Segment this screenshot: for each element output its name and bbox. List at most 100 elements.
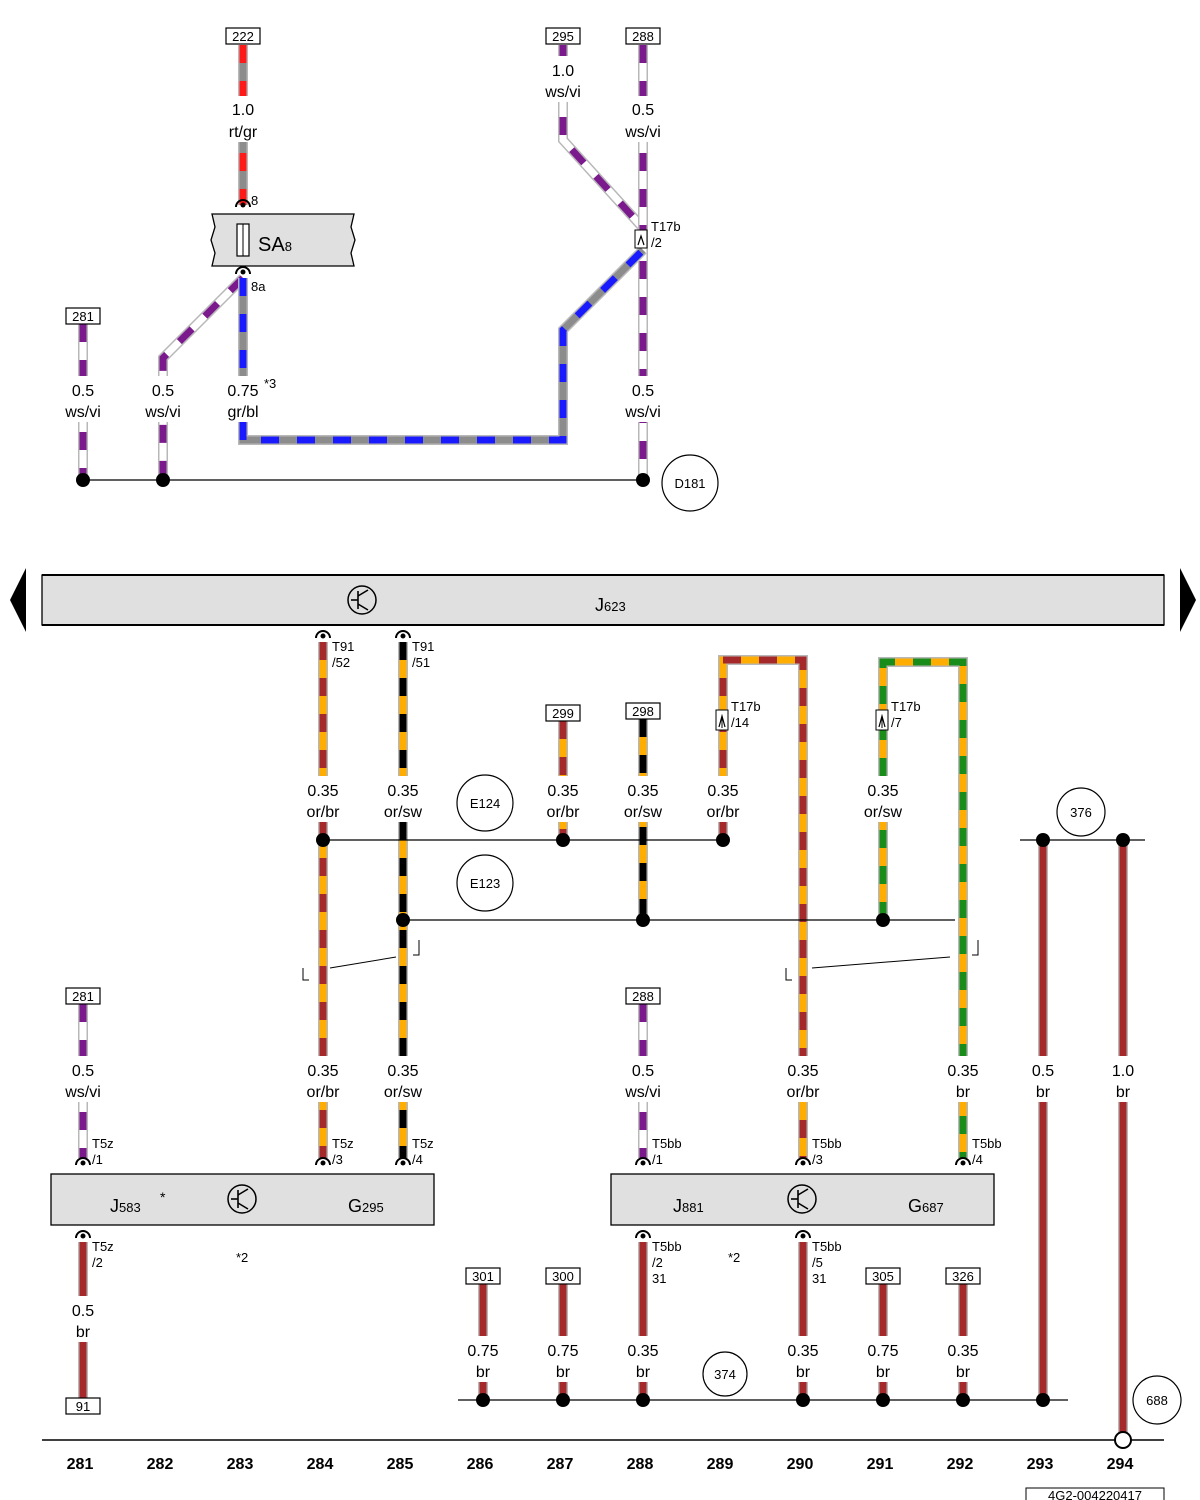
wire-color-289: or/br — [707, 804, 741, 821]
wire-color-288-ground: br — [636, 1364, 651, 1381]
ref-box-288: 288 — [625, 27, 661, 45]
fuse-holder-sa8: SA8 — [210, 213, 356, 267]
svg-text:D181: D181 — [674, 476, 705, 491]
svg-text:301: 301 — [472, 1269, 494, 1284]
junction-dot — [556, 1393, 570, 1407]
wire-282 — [158, 274, 247, 480]
svg-text:T5bb: T5bb — [652, 1239, 682, 1254]
junction-dot — [876, 1393, 890, 1407]
wire-size-288b: 0.5 — [632, 383, 654, 400]
ref-box-222: 222 — [225, 27, 261, 45]
svg-text:E124: E124 — [470, 796, 500, 811]
wire-color-281: ws/vi — [64, 404, 101, 421]
wire-color-293: br — [1036, 1084, 1051, 1101]
svg-text:305: 305 — [872, 1269, 894, 1284]
junction-dot — [1036, 833, 1050, 847]
wire-size-282: 0.5 — [152, 383, 174, 400]
svg-text:/51: /51 — [412, 655, 430, 670]
junction-dot — [876, 913, 890, 927]
wire-size-291: 0.35 — [867, 783, 898, 800]
connector-t17b-7: T17b /7 — [875, 699, 921, 731]
pin-t5bb-1: T5bb /1 — [635, 1136, 682, 1167]
wire-size-281-ground: 0.5 — [72, 1303, 94, 1320]
module-j583-note: * — [160, 1189, 166, 1205]
ecu-name: J623 — [595, 595, 626, 615]
column-number: 292 — [947, 1456, 974, 1473]
wire-color-282: ws/vi — [144, 404, 181, 421]
svg-text:/4: /4 — [412, 1152, 423, 1167]
svg-text:299: 299 — [552, 706, 574, 721]
wire-color-283: gr/bl — [227, 404, 258, 421]
ref-box-298: 298 — [625, 702, 661, 720]
ground-point-688: 688 — [1132, 1375, 1182, 1425]
junction-dot — [396, 913, 410, 927]
wire-color-287-ground: br — [556, 1364, 571, 1381]
pin-t5bb-2: T5bb /2 31 — [635, 1230, 682, 1286]
junction-dot — [316, 833, 330, 847]
wire-289-290 — [718, 655, 808, 1158]
wire-color-222: rt/gr — [229, 124, 258, 141]
wire-color-284-lower: or/br — [307, 1084, 341, 1101]
wire-283 — [238, 246, 647, 445]
svg-text:/4: /4 — [972, 1152, 983, 1167]
wire-size-284: 0.35 — [307, 783, 338, 800]
continue-right-icon[interactable] — [1180, 568, 1196, 632]
column-number: 293 — [1027, 1456, 1054, 1473]
junction-dot — [956, 1393, 970, 1407]
svg-text:31: 31 — [652, 1271, 666, 1286]
splice-376: 376 — [1056, 787, 1106, 837]
svg-text:8a: 8a — [251, 279, 266, 294]
svg-text:/52: /52 — [332, 655, 350, 670]
svg-text:/14: /14 — [731, 715, 749, 730]
wire-color-290-lower: or/br — [787, 1084, 821, 1101]
column-number: 285 — [387, 1456, 414, 1473]
splice-e124: E124 — [456, 774, 514, 832]
svg-text:/1: /1 — [92, 1152, 103, 1167]
module-j583-g295: J583 * G295 — [50, 1173, 435, 1226]
wire-color-288b: ws/vi — [624, 404, 661, 421]
svg-text:T91: T91 — [332, 639, 354, 654]
module-j881-name: J881 — [673, 1196, 704, 1216]
svg-text:T91: T91 — [412, 639, 434, 654]
ref-box-91: 91 — [65, 1397, 101, 1415]
wire-size-293: 0.5 — [1032, 1063, 1054, 1080]
wire-color-291: or/sw — [864, 804, 903, 821]
wire-color-288m: or/sw — [624, 804, 663, 821]
pin-t91-52: T91 /52 — [315, 630, 354, 670]
svg-text:/2: /2 — [92, 1255, 103, 1270]
svg-text:326: 326 — [952, 1269, 974, 1284]
ref-box-299: 299 — [545, 704, 581, 722]
wire-size-222: 1.0 — [232, 102, 254, 119]
column-number: 294 — [1107, 1456, 1134, 1473]
wire-size-290-lower: 0.35 — [787, 1063, 818, 1080]
svg-text:T5bb: T5bb — [812, 1136, 842, 1151]
column-number: 286 — [467, 1456, 494, 1473]
svg-text:/1: /1 — [652, 1152, 663, 1167]
svg-text:T5z: T5z — [92, 1136, 114, 1151]
ref-box-305: 305 — [865, 1267, 901, 1285]
ground-point-374: 374 — [702, 1351, 748, 1397]
pin-t5bb-5: T5bb /5 31 — [795, 1230, 842, 1286]
continue-left-icon[interactable] — [10, 568, 26, 632]
ref-box-281: 281 — [65, 307, 101, 325]
wire-color-294: br — [1116, 1084, 1131, 1101]
ref-box-288-lower: 288 — [625, 987, 661, 1005]
svg-text:T17b: T17b — [651, 219, 681, 234]
column-number: 281 — [67, 1456, 94, 1473]
svg-text:295: 295 — [552, 29, 574, 44]
document-id: 4G2-004220417 — [1025, 1487, 1165, 1500]
junction-dot — [636, 473, 650, 487]
wire-size-290-ground: 0.35 — [787, 1343, 818, 1360]
wire-size-295: 1.0 — [552, 63, 574, 80]
terminal-open-dot — [1114, 1431, 1132, 1449]
wire-color-284: or/br — [307, 804, 341, 821]
column-number: 282 — [147, 1456, 174, 1473]
svg-text:31: 31 — [812, 1271, 826, 1286]
svg-text:374: 374 — [714, 1367, 736, 1382]
column-number: 283 — [227, 1456, 254, 1473]
ref-box-326: 326 — [945, 1267, 981, 1285]
splice-e123: E123 — [456, 854, 514, 912]
wire-size-292-ground: 0.35 — [947, 1343, 978, 1360]
pin-t91-51: T91 /51 — [395, 630, 434, 670]
